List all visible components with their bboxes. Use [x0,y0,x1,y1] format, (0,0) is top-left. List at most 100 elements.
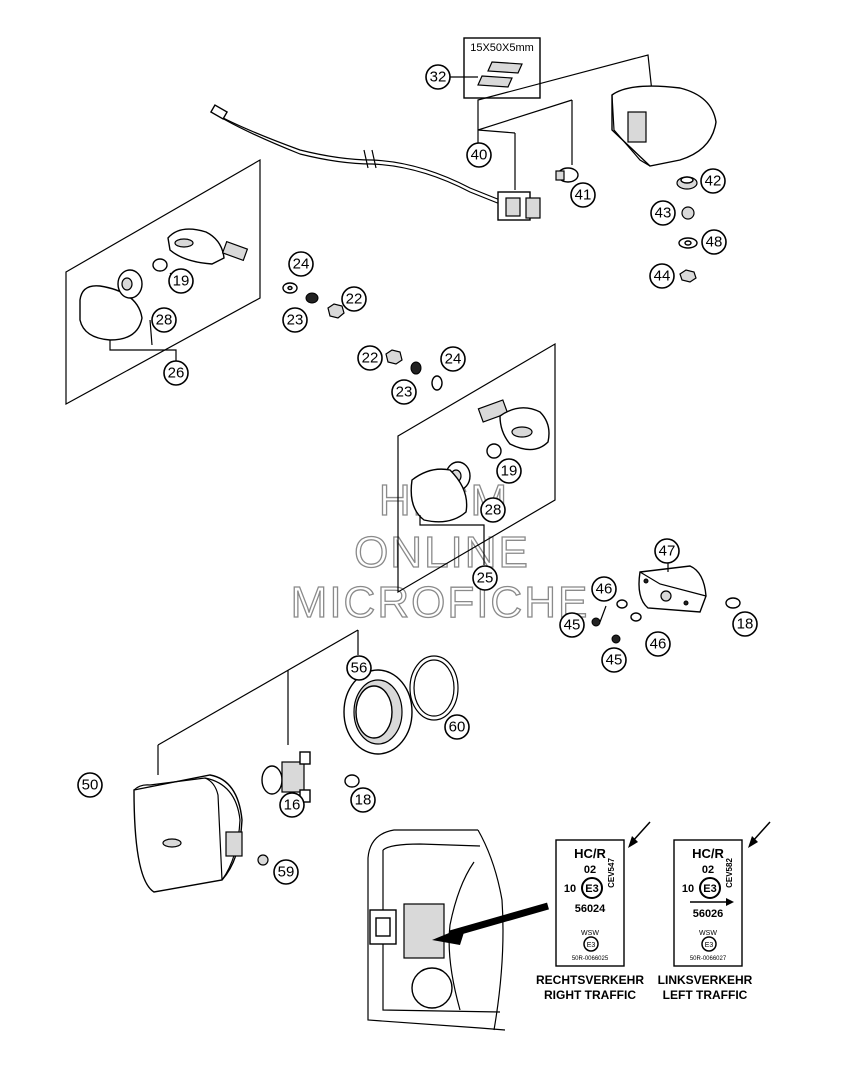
callout-46-top[interactable]: 46 [591,576,617,602]
inset-label-location [403,903,445,959]
wire-harness [211,111,501,201]
watermark: HLSM ONLINE MICROFICHE [290,475,588,627]
svg-text:60: 60 [449,719,466,736]
turn-bulb [152,258,168,272]
turn-lens-2 [410,468,468,523]
left-ten: 10 [682,883,694,895]
callout-50[interactable]: 50 [77,772,103,798]
callout-16[interactable]: 16 [279,792,305,818]
inset-detail [367,829,549,1031]
svg-text:48: 48 [706,234,723,251]
svg-text:22: 22 [346,291,363,308]
right-small-code: 50R-0066025 [572,956,609,962]
callout-41[interactable]: 41 [570,182,596,208]
left-small-code: 50R-0066027 [690,956,727,962]
callout-47[interactable]: 47 [654,538,680,564]
screw [257,854,269,866]
callout-43[interactable]: 43 [650,200,676,226]
turn-lens [79,285,143,341]
left-caption-de: LINKSVERKEHR [658,973,753,987]
dimension-label: 15X50X5mm [470,42,534,54]
right-caption-de: RECHTSVERKEHR [536,973,644,987]
svg-text:56: 56 [351,660,368,677]
callout-45-left[interactable]: 45 [559,612,585,638]
turn-housing [167,228,225,265]
svg-text:59: 59 [278,864,295,881]
callout-60[interactable]: 60 [444,714,470,740]
parking-bulb [344,774,360,788]
svg-text:23: 23 [396,384,413,401]
right-approval: 56024 [575,903,606,915]
right-ten: 10 [564,883,576,895]
plate-light-group [591,560,741,644]
svg-text:32: 32 [430,69,447,86]
left-caption-en: LEFT TRAFFIC [663,988,748,1002]
callout-19-left[interactable]: 19 [168,268,194,294]
callout-24-left[interactable]: 24 [288,251,314,277]
callout-42[interactable]: 42 [700,168,726,194]
callout-28-left[interactable]: 28 [151,307,177,333]
callout-18-plate[interactable]: 18 [732,611,758,637]
svg-text:24: 24 [445,351,462,368]
turn-bulb-2 [486,443,502,459]
callout-28-right[interactable]: 28 [480,497,506,523]
callout-40[interactable]: 40 [466,142,492,168]
callout-56[interactable]: 56 [346,655,372,681]
plate-bulb [725,597,741,609]
svg-text:19: 19 [173,273,190,290]
lock-washer-23a [305,292,319,304]
right-emark2: E3 [587,942,596,949]
callout-18-headlight[interactable]: 18 [350,787,376,813]
label-left-traffic: HC/R 02 CEV582 10 E3 56026 WSW E3 50R-00… [658,821,771,1002]
svg-text:24: 24 [293,256,310,273]
svg-text:28: 28 [156,312,173,329]
nut [679,269,697,283]
callout-48[interactable]: 48 [701,229,727,255]
spacer [681,206,695,220]
callout-44[interactable]: 44 [649,263,675,289]
inset-bulb-hole [411,967,453,1009]
callout-32[interactable]: 32 [425,64,451,90]
turn-signal-right-group [385,342,556,594]
callout-23-right[interactable]: 23 [391,379,417,405]
svg-text:18: 18 [355,792,372,809]
right-traffic-label-card [555,839,625,967]
group-frame-2 [397,342,556,594]
callout-59[interactable]: 59 [273,859,299,885]
callout-22-right[interactable]: 22 [357,345,383,371]
callout-25[interactable]: 25 [472,565,498,591]
svg-text:19: 19 [501,463,518,480]
right-num02: 02 [584,864,596,876]
headlight-body [133,774,243,893]
left-approval: 56026 [693,908,724,920]
callout-24-right[interactable]: 24 [440,346,466,372]
right-side-code: CEV547 [607,858,616,888]
callout-46-bottom[interactable]: 46 [645,631,671,657]
lock-washer-23b [410,361,422,375]
callout-22-left[interactable]: 22 [341,286,367,312]
svg-text:23: 23 [287,312,304,329]
svg-text:41: 41 [575,187,592,204]
group-frame [65,158,261,406]
svg-text:18: 18 [737,616,754,633]
tail-light-socket-hole [627,111,647,143]
label-right-traffic: HC/R 02 CEV547 10 E3 56024 WSW E3 50R-00… [536,821,651,1002]
left-cert: HC/R [692,846,724,861]
callout-45-bottom[interactable]: 45 [601,647,627,673]
turn-stem-2 [477,399,509,423]
svg-text:26: 26 [168,365,185,382]
right-emark: E3 [585,883,598,895]
svg-text:46: 46 [596,581,613,598]
left-wsw: WSW [699,930,717,937]
callout-23-left[interactable]: 23 [282,307,308,333]
svg-text:43: 43 [655,205,672,222]
svg-text:44: 44 [654,268,671,285]
callout-19-right[interactable]: 19 [496,458,522,484]
svg-text:25: 25 [477,570,494,587]
svg-text:42: 42 [705,173,722,190]
callout-26[interactable]: 26 [163,360,189,386]
svg-text:28: 28 [485,502,502,519]
pad-1 [487,61,523,74]
svg-text:45: 45 [606,652,623,669]
